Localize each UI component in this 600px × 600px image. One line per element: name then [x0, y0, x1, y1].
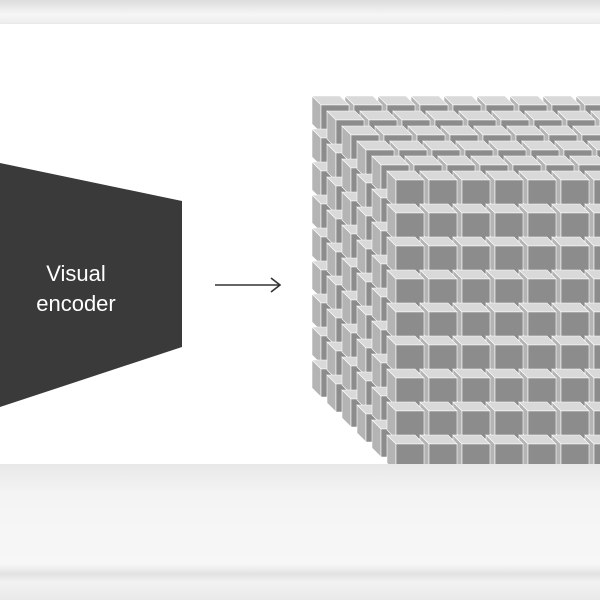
encoder-label-line1: Visual — [46, 261, 106, 286]
encoder-trapezoid — [0, 163, 182, 407]
top-strip — [0, 0, 600, 24]
cube-front-face — [593, 377, 600, 407]
cube-front-face — [461, 443, 491, 464]
cube-front-face — [560, 443, 590, 464]
visual-encoder: Visual encoder — [0, 141, 182, 407]
lower-area — [0, 464, 600, 600]
cube-front-face — [593, 410, 600, 440]
cube-front-face — [593, 278, 600, 308]
cube-front-face — [593, 311, 600, 341]
cube-front-face — [428, 443, 458, 464]
cube-front-face — [593, 212, 600, 242]
cube-front-face — [593, 344, 600, 374]
token-cube — [311, 95, 600, 464]
encoder-label: Visual encoder — [0, 259, 152, 319]
cube-front-face — [494, 443, 524, 464]
cube-front-face — [593, 179, 600, 209]
diagram-panel: Visual encoder — [0, 24, 600, 464]
cube-front-face — [395, 443, 425, 464]
cube-front-face — [593, 443, 600, 464]
encoder-label-line2: encoder — [36, 291, 116, 316]
right-arrow-icon — [215, 277, 282, 293]
cube-front-face — [593, 245, 600, 275]
cube-front-face — [527, 443, 557, 464]
